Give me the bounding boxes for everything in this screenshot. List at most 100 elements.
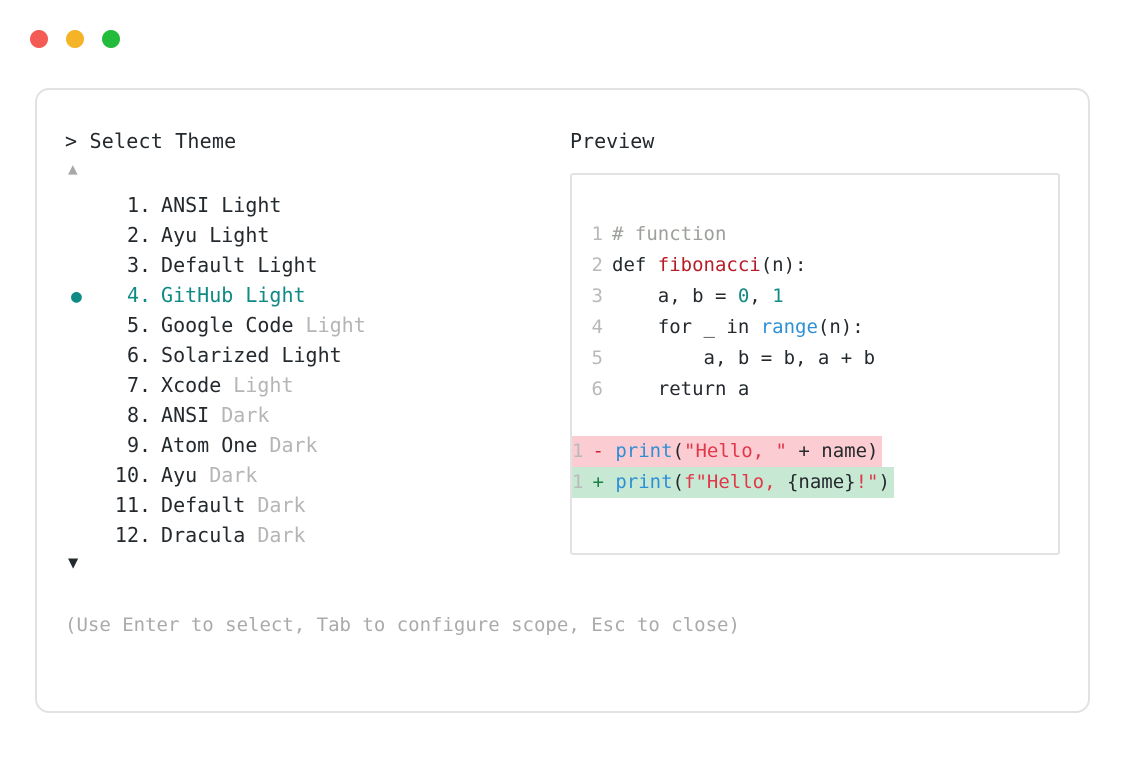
code-token: f"Hello, bbox=[684, 471, 787, 493]
theme-item-label: Solarized bbox=[161, 343, 282, 367]
selected-bullet-icon: ● bbox=[71, 286, 82, 307]
code-line: 4 for _ in range(n): bbox=[572, 312, 1058, 343]
code-line-text: return a bbox=[612, 374, 750, 405]
item-marker-blank bbox=[65, 522, 95, 552]
theme-item-index-dot: . bbox=[139, 373, 152, 397]
theme-item-index: 12 bbox=[114, 523, 139, 547]
diff-removed-line: 1- print("Hello, " + name) bbox=[572, 436, 1058, 467]
item-marker-blank bbox=[65, 252, 95, 282]
line-number: 4 bbox=[591, 316, 603, 338]
theme-item-label: Dracula bbox=[161, 523, 258, 547]
code-token: # function bbox=[612, 223, 727, 245]
item-marker-blank bbox=[65, 462, 95, 492]
code-token: !" bbox=[855, 471, 879, 493]
code-token: , bbox=[749, 285, 773, 307]
theme-item-index-dot: . bbox=[139, 253, 152, 277]
theme-item-variant: Dark bbox=[221, 403, 270, 427]
theme-item-index: 7 bbox=[126, 373, 139, 397]
code-token: ( bbox=[672, 440, 684, 462]
theme-item-index-dot: . bbox=[139, 493, 152, 517]
theme-list-item[interactable]: 3. Default Light bbox=[65, 250, 535, 280]
code-token: + name) bbox=[786, 440, 879, 462]
code-line-text: # function bbox=[612, 219, 726, 250]
theme-item-variant: Light bbox=[221, 193, 282, 217]
theme-item-variant: Dark bbox=[209, 463, 258, 487]
theme-item-variant: Dark bbox=[257, 523, 306, 547]
code-token: ( bbox=[672, 471, 684, 493]
theme-item-label: Default bbox=[161, 253, 258, 277]
theme-item-index: 10 bbox=[114, 463, 139, 487]
code-line: 5 a, b = b, a + b bbox=[572, 343, 1058, 374]
theme-item-index-dot: . bbox=[139, 313, 152, 337]
theme-list-item[interactable]: 8.ANSI Dark bbox=[65, 400, 535, 430]
theme-list-item[interactable]: ●4.GitHub Light bbox=[65, 280, 535, 310]
theme-item-label: Xcode bbox=[161, 373, 234, 397]
code-token: ) bbox=[878, 471, 890, 493]
theme-item-variant: Dark bbox=[269, 433, 318, 457]
theme-item-index: 6 bbox=[126, 343, 139, 367]
code-token: for _ in bbox=[612, 316, 761, 338]
theme-list-item[interactable]: 6.Solarized Light bbox=[65, 340, 535, 370]
code-token: "Hello, " bbox=[684, 440, 787, 462]
theme-item-label: Default bbox=[161, 493, 258, 517]
theme-item-variant: Dark bbox=[257, 493, 306, 517]
theme-list-item[interactable]: 9.Atom One Dark bbox=[65, 430, 535, 460]
item-marker-blank bbox=[65, 432, 95, 462]
line-number: 2 bbox=[591, 254, 603, 276]
diff-added-line: 1+ print(f"Hello, {name}!") bbox=[572, 467, 1058, 498]
code-token: 0 bbox=[737, 285, 750, 307]
theme-item-index: 1 bbox=[126, 193, 139, 217]
code-token: (n): bbox=[760, 254, 807, 276]
line-number: 1 bbox=[572, 471, 584, 493]
diff-plus-sign: + bbox=[592, 471, 616, 493]
theme-list-item[interactable]: 12. Dracula Dark bbox=[65, 520, 535, 550]
theme-item-index-dot: . bbox=[139, 193, 152, 217]
code-line: 2 def fibonacci(n): bbox=[572, 250, 1058, 281]
dialog-body: > Select Theme ▲ 1. ANSI Light 2.Ayu Ligh… bbox=[37, 90, 1088, 711]
scroll-down-icon[interactable]: ▼ bbox=[68, 553, 79, 573]
theme-list-item[interactable]: 1. ANSI Light bbox=[65, 190, 535, 220]
line-number: 6 bbox=[591, 378, 603, 400]
code-token: a, b = b, a + b bbox=[612, 347, 876, 369]
theme-item-variant: Light bbox=[209, 223, 270, 247]
code-spacer bbox=[572, 405, 1058, 436]
code-token: fibonacci bbox=[657, 254, 761, 276]
theme-item-index-dot: . bbox=[139, 403, 152, 427]
theme-item-variant: Light bbox=[257, 253, 318, 277]
theme-item-index: 3 bbox=[126, 253, 139, 277]
code-token: (n): bbox=[817, 316, 864, 338]
code-token: print bbox=[615, 440, 673, 462]
theme-item-index-dot: . bbox=[139, 433, 152, 457]
line-number: 1 bbox=[591, 223, 603, 245]
theme-list-item[interactable]: 5.Google Code Light bbox=[65, 310, 535, 340]
scroll-up-icon[interactable]: ▲ bbox=[68, 159, 78, 178]
item-marker-blank bbox=[65, 192, 95, 222]
prompt-chevron-icon: > bbox=[65, 129, 78, 153]
diff-minus-sign: - bbox=[592, 440, 616, 462]
window-controls bbox=[30, 30, 120, 48]
close-button[interactable] bbox=[30, 30, 48, 48]
maximize-button[interactable] bbox=[102, 30, 120, 48]
code-token: return a bbox=[612, 378, 750, 400]
theme-item-index-dot: . bbox=[139, 283, 152, 307]
theme-item-index-dot: . bbox=[139, 523, 152, 547]
minimize-button[interactable] bbox=[66, 30, 84, 48]
item-marker-blank bbox=[65, 342, 95, 372]
prompt-header: > Select Theme bbox=[65, 126, 535, 156]
theme-item-label: ANSI bbox=[161, 193, 222, 217]
theme-list-item[interactable]: 11.Default Dark bbox=[65, 490, 535, 520]
theme-list-item[interactable]: 10.Ayu Dark bbox=[65, 460, 535, 490]
item-marker-blank bbox=[65, 312, 95, 342]
theme-list-item[interactable]: 2.Ayu Light bbox=[65, 220, 535, 250]
diff-line-body: 1- print("Hello, " + name) bbox=[572, 436, 883, 467]
theme-item-label: Google Code bbox=[161, 313, 306, 337]
code-token: def bbox=[612, 254, 658, 276]
theme-item-index: 5 bbox=[126, 313, 139, 337]
theme-list: 1. ANSI Light 2.Ayu Light 3. Default Light… bbox=[65, 190, 535, 550]
code-line: 3 a, b = 0, 1 bbox=[572, 281, 1058, 312]
theme-list-item[interactable]: 7.Xcode Light bbox=[65, 370, 535, 400]
page-title: Select Theme bbox=[89, 129, 237, 153]
